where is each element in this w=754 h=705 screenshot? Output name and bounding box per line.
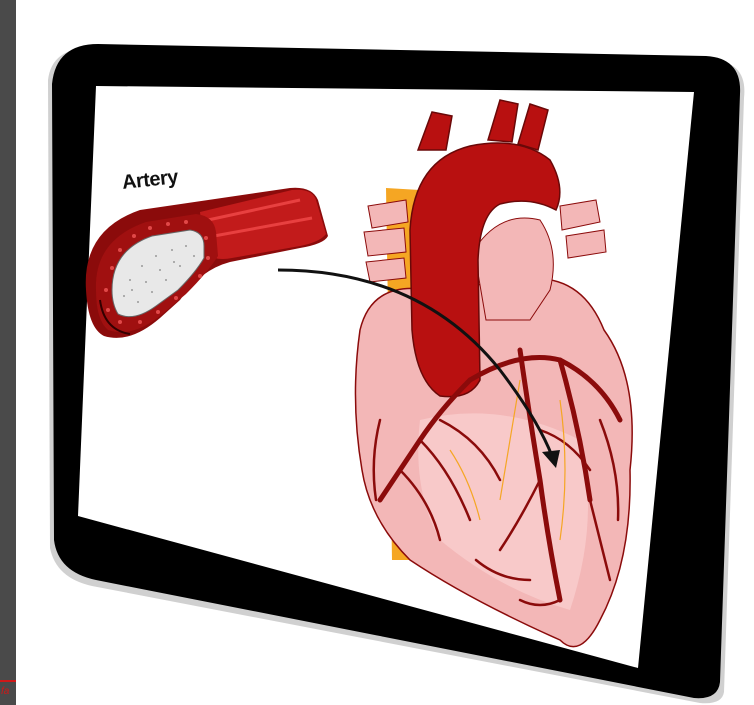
stage: Artery <box>16 0 754 705</box>
pulmonary-left <box>364 200 408 282</box>
left-strip <box>0 0 16 705</box>
corner-mark-line <box>0 680 16 682</box>
diagram-svg <box>16 0 754 705</box>
corner-mark-text: fa <box>1 686 9 697</box>
corner-mark: fa <box>0 678 16 705</box>
